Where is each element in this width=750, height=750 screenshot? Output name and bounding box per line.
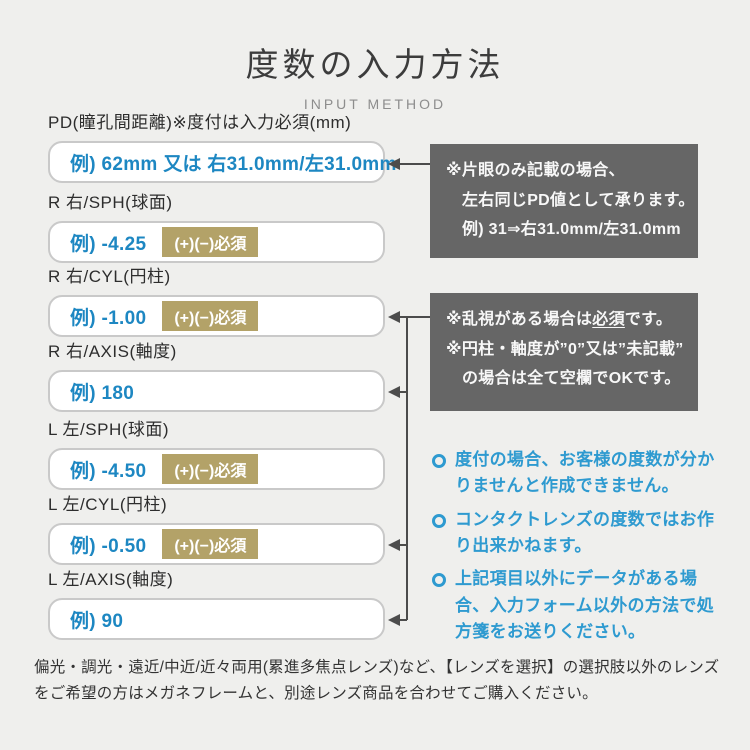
required-sign-badge: (+)(−)必須 <box>162 227 259 257</box>
circle-bullet-icon <box>432 573 446 588</box>
header: 度数の入力方法 INPUT METHOD <box>0 38 750 112</box>
field-label: R 右/AXIS(軸度) <box>48 342 177 361</box>
cyl-axis-note-box: ※乱視がある場合は必須です。 ※円柱・軸度が”0”又は”未記載” の場合は全て空… <box>430 293 698 411</box>
arrowhead-icon <box>388 158 400 626</box>
page-subtitle: INPUT METHOD <box>303 96 447 112</box>
pd-example-input: 例) 62mm 又は 右31.0mm/左31.0mm <box>48 141 396 183</box>
field-l-sph: L 左/SPH(球面) 例) -4.50 (+)(−)必須 <box>48 419 385 490</box>
note-line: 例) 31⇒右31.0mm/左31.0mm <box>462 221 681 239</box>
circle-bullet-icon <box>432 513 446 528</box>
field-label: L 左/CYL(円柱) <box>48 495 168 514</box>
required-sign-badge: (+)(−)必須 <box>162 529 259 559</box>
l-axis-example-input: 例) 90 <box>48 598 385 640</box>
r-axis-example-input: 例) 180 <box>48 370 385 412</box>
example-value: 例) 62mm 又は 右31.0mm/左31.0mm <box>70 153 397 175</box>
note-line: ※乱視がある場合は必須です。 <box>446 311 673 328</box>
example-value: 例) -1.00 <box>70 307 147 329</box>
field-r-cyl: R 右/CYL(円柱) 例) -1.00 (+)(−)必須 <box>48 266 385 337</box>
example-value: 例) -4.25 <box>70 233 147 255</box>
l-cyl-example-input: 例) -0.50 (+)(−)必須 <box>48 523 385 565</box>
l-sph-example-input: 例) -4.50 (+)(−)必須 <box>48 448 385 490</box>
field-r-axis: R 右/AXIS(軸度) 例) 180 <box>48 341 385 412</box>
footer-note: 偏光・調光・遠近/中近/近々両用(累進多焦点レンズ)など、【レンズを選択】の選択… <box>34 659 720 702</box>
emphasis-underline: 必須 <box>592 311 625 328</box>
list-item: 度付の場合、お客様の度数が分かりませんと作成できません。 <box>430 447 730 500</box>
field-label: R 右/CYL(円柱) <box>48 267 171 286</box>
example-value: 例) 180 <box>70 382 135 404</box>
required-sign-badge: (+)(−)必須 <box>162 301 259 331</box>
field-label: L 左/AXIS(軸度) <box>48 570 174 589</box>
list-item: 上記項目以外にデータがある場合、入力フォーム以外の方法で処方箋をお送りください。 <box>430 566 730 645</box>
field-label: PD(瞳孔間距離)※度付は入力必須(mm) <box>48 113 352 132</box>
required-sign-badge: (+)(−)必須 <box>162 454 259 484</box>
field-label: R 右/SPH(球面) <box>48 193 173 212</box>
field-r-sph: R 右/SPH(球面) 例) -4.25 (+)(−)必須 <box>48 192 385 263</box>
caution-list: 度付の場合、お客様の度数が分かりませんと作成できません。 コンタクトレンズの度数… <box>430 447 730 652</box>
example-value: 例) 90 <box>70 610 124 632</box>
note-line: ※円柱・軸度が”0”又は”未記載” <box>446 340 684 358</box>
example-value: 例) -4.50 <box>70 460 147 482</box>
field-l-cyl: L 左/CYL(円柱) 例) -0.50 (+)(−)必須 <box>48 494 385 565</box>
pd-note-box: ※片眼のみ記載の場合、 左右同じPD値として承ります。 例) 31⇒右31.0m… <box>430 144 698 258</box>
example-value: 例) -0.50 <box>70 535 147 557</box>
note-line: ※片眼のみ記載の場合、 <box>446 162 625 179</box>
r-sph-example-input: 例) -4.25 (+)(−)必須 <box>48 221 385 263</box>
caution-text: コンタクトレンズの度数ではお作り出来かねます。 <box>455 509 715 556</box>
field-pd: PD(瞳孔間距離)※度付は入力必須(mm) 例) 62mm 又は 右31.0mm… <box>48 112 396 183</box>
list-item: コンタクトレンズの度数ではお作り出来かねます。 <box>430 507 730 560</box>
caution-text: 度付の場合、お客様の度数が分かりませんと作成できません。 <box>455 450 715 496</box>
page-title: 度数の入力方法 <box>245 46 505 83</box>
field-l-axis: L 左/AXIS(軸度) 例) 90 <box>48 569 385 640</box>
r-cyl-example-input: 例) -1.00 (+)(−)必須 <box>48 295 385 337</box>
note-line: の場合は全て空欄でOKです。 <box>462 370 681 388</box>
field-label: L 左/SPH(球面) <box>48 420 170 439</box>
circle-bullet-icon <box>432 454 446 468</box>
caution-text: 上記項目以外にデータがある場合、入力フォーム以外の方法で処方箋をお送りください。 <box>455 569 714 642</box>
note-line: 左右同じPD値として承ります。 <box>462 191 695 209</box>
